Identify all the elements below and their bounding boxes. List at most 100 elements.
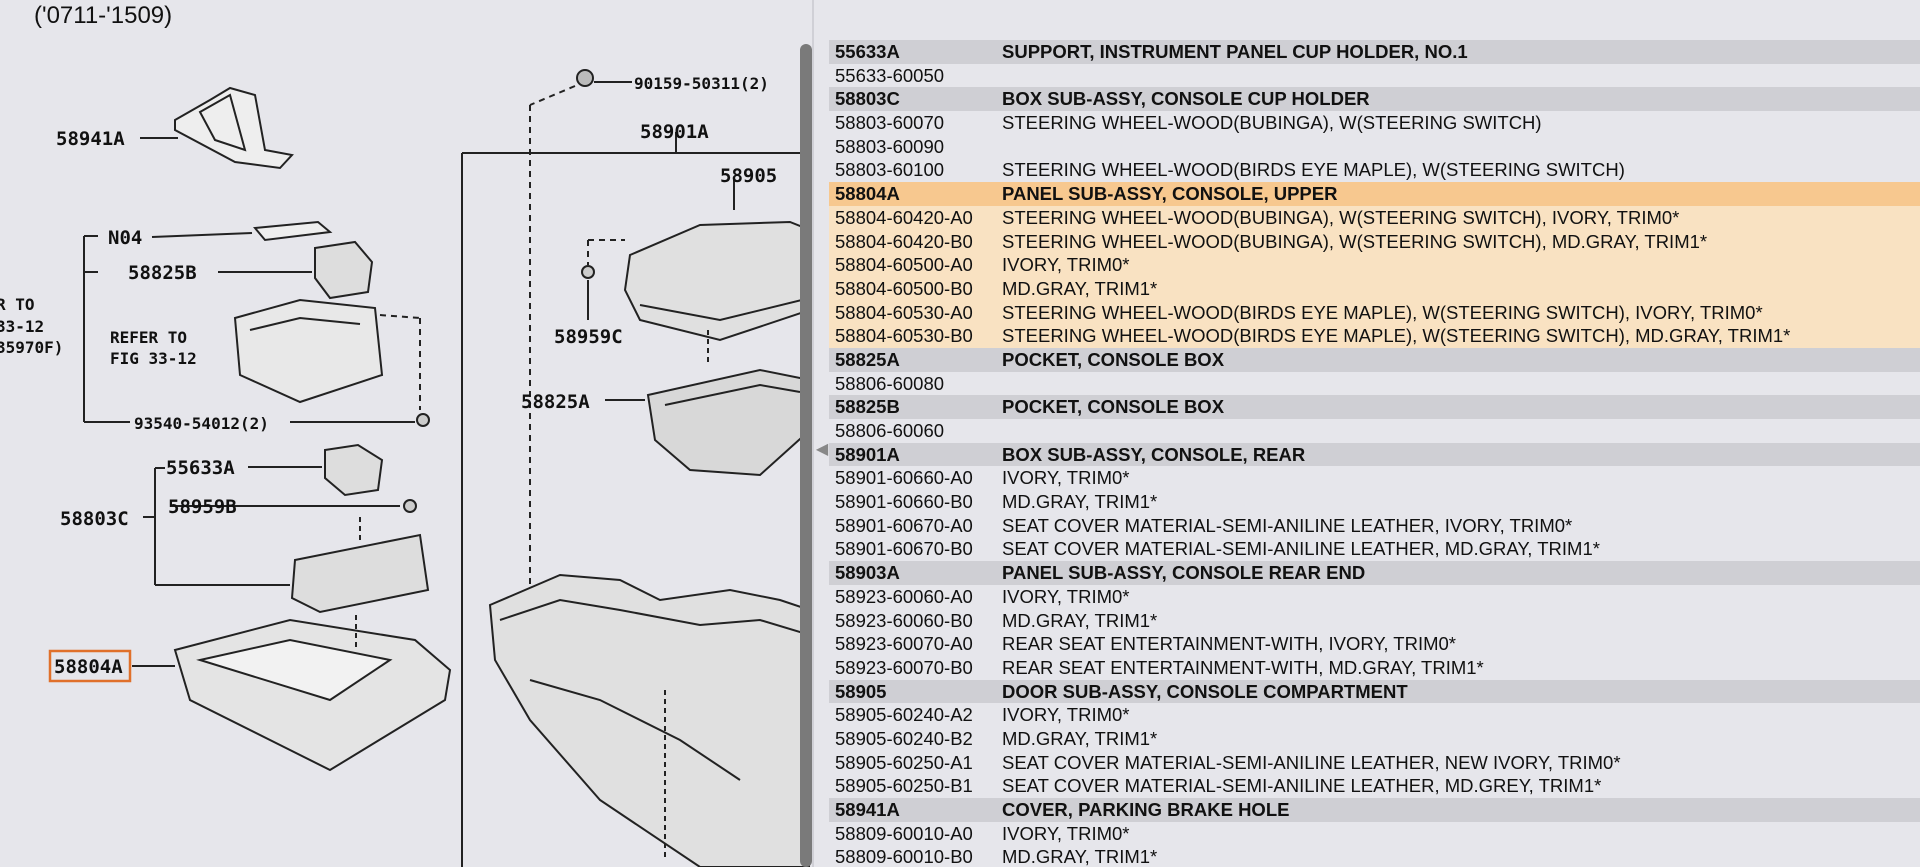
part-row[interactable]: 58905-60250-A1 SEAT COVER MATERIAL-SEMI-A…	[829, 750, 1920, 775]
callout-93540-54012[interactable]: 93540-54012(2)	[134, 414, 269, 433]
part-row[interactable]: 58923-60060-B0 MD.GRAY, TRIM1*	[829, 608, 1920, 633]
refer-note-line1: R TO	[0, 295, 35, 314]
part-description: STEERING WHEEL-WOOD(BIRDS EYE MAPLE), W(…	[1002, 159, 1625, 181]
part-description: MD.GRAY, TRIM1*	[1002, 727, 1158, 749]
part-description: IVORY, TRIM0*	[1002, 704, 1130, 726]
callout-58959B[interactable]: 58959B	[168, 496, 237, 518]
part-row[interactable]: 58901-60670-A0 SEAT COVER MATERIAL-SEMI-A…	[829, 513, 1920, 538]
part-group-row[interactable]: 58901A BOX SUB-ASSY, CONSOLE, REAR	[829, 442, 1920, 467]
part-description: IVORY, TRIM0*	[1002, 254, 1130, 276]
part-description	[1002, 64, 1920, 88]
part-row[interactable]: 58809-60010-B0 MD.GRAY, TRIM1*	[829, 845, 1920, 867]
part-number: 58923-60070-A0	[835, 633, 973, 655]
part-number: 58806-60060	[835, 420, 945, 441]
part-description: STEERING WHEEL-WOOD(BIRDS EYE MAPLE), W(…	[1002, 301, 1763, 323]
part-number: 58804-60420-A0	[835, 206, 973, 228]
part-number: 58905-60240-A2	[835, 704, 973, 726]
part-group-row[interactable]: 58803C BOX SUB-ASSY, CONSOLE CUP HOLDER	[829, 87, 1920, 112]
callout-58804A[interactable]: 58804A	[54, 656, 123, 678]
part-row[interactable]: 58804-60420-A0 STEERING WHEEL-WOOD(BUBING…	[829, 205, 1920, 230]
part-description	[1002, 135, 1920, 159]
part-row[interactable]: 58806-60060	[829, 419, 1920, 443]
part-number: 58905-60250-B1	[835, 775, 973, 797]
refer-note-line3: 35970F)	[0, 338, 63, 357]
part-row[interactable]: 58804-60500-B0 MD.GRAY, TRIM1*	[829, 276, 1920, 301]
part-description: BOX SUB-ASSY, CONSOLE CUP HOLDER	[1002, 88, 1370, 110]
diagram-scrollbar[interactable]	[800, 44, 812, 867]
part-description: STEERING WHEEL-WOOD(BUBINGA), W(STEERING…	[1002, 230, 1708, 252]
callout-N04[interactable]: N04	[108, 227, 142, 249]
part-description: STEERING WHEEL-WOOD(BUBINGA), W(STEERING…	[1002, 206, 1680, 228]
part-description: MD.GRAY, TRIM1*	[1002, 491, 1158, 513]
part-description: SEAT COVER MATERIAL-SEMI-ANILINE LEATHER…	[1002, 514, 1573, 536]
callout-58901A[interactable]: 58901A	[640, 121, 709, 143]
part-description: PANEL SUB-ASSY, CONSOLE, UPPER	[1002, 183, 1338, 205]
part-number: 58901-60660-A0	[835, 467, 973, 489]
part-number: 58941A	[835, 799, 900, 820]
part-row[interactable]: 58804-60500-A0 IVORY, TRIM0*	[829, 253, 1920, 277]
diagram-date-range: ('0711-'1509)	[34, 2, 173, 29]
part-description: MD.GRAY, TRIM1*	[1002, 609, 1158, 631]
part-row[interactable]: 58806-60080	[829, 371, 1920, 396]
part-group-row[interactable]: 58941A COVER, PARKING BRAKE HOLE	[829, 798, 1920, 822]
part-row[interactable]: 58901-60660-B0 MD.GRAY, TRIM1*	[829, 490, 1920, 514]
part-number: 58901-60660-B0	[835, 491, 973, 513]
callout-58803C[interactable]: 58803C	[60, 508, 129, 530]
part-description: SEAT COVER MATERIAL-SEMI-ANILINE LEATHER…	[1002, 751, 1621, 773]
part-number: 58901-60670-A0	[835, 514, 973, 536]
callout-58905[interactable]: 58905	[720, 165, 777, 187]
part-row[interactable]: 58923-60070-A0 REAR SEAT ENTERTAINMENT-WI…	[829, 632, 1920, 656]
part-description	[1002, 372, 1920, 396]
collapse-arrow-icon[interactable]: ◀	[815, 441, 829, 458]
part-number: 58809-60010-A0	[835, 822, 973, 844]
callout-58825A[interactable]: 58825A	[521, 391, 590, 413]
part-number: 58804-60500-A0	[835, 254, 973, 276]
pane-divider[interactable]	[812, 0, 814, 867]
part-description: REAR SEAT ENTERTAINMENT-WITH, MD.GRAY, T…	[1002, 656, 1484, 678]
part-description: MD.GRAY, TRIM1*	[1002, 277, 1158, 299]
part-description: BOX SUB-ASSY, CONSOLE, REAR	[1002, 443, 1306, 465]
callout-90159-50311[interactable]: 90159-50311(2)	[634, 74, 769, 93]
part-row[interactable]: 58803-60090	[829, 134, 1920, 159]
callout-58825B[interactable]: 58825B	[128, 262, 197, 284]
part-number: 55633-60050	[835, 64, 945, 86]
part-description: STEERING WHEEL-WOOD(BIRDS EYE MAPLE), W(…	[1002, 325, 1791, 347]
part-description: MD.GRAY, TRIM1*	[1002, 846, 1158, 867]
part-row[interactable]: 55633-60050	[829, 63, 1920, 88]
callout-58959C[interactable]: 58959C	[554, 326, 623, 348]
callout-55633A[interactable]: 55633A	[166, 457, 235, 479]
part-description: REAR SEAT ENTERTAINMENT-WITH, IVORY, TRI…	[1002, 633, 1457, 655]
part-description	[1002, 419, 1920, 443]
part-number: 58803C	[835, 88, 900, 110]
callout-58941A[interactable]: 58941A	[56, 128, 125, 150]
part-number: 58901A	[835, 443, 900, 465]
part-number: 58923-60060-B0	[835, 609, 973, 631]
part-number: 58905-60250-A1	[835, 751, 973, 773]
part-number: 58809-60010-B0	[835, 846, 973, 867]
refer-note-fig-line2: FIG 33-12	[110, 349, 197, 368]
part-number: 58804-60500-B0	[835, 277, 973, 299]
part-number: 58905	[835, 680, 887, 702]
part-description: COVER, PARKING BRAKE HOLE	[1002, 799, 1290, 820]
part-number: 58825B	[835, 396, 900, 418]
part-row[interactable]: 58905-60240-A2 IVORY, TRIM0*	[829, 703, 1920, 727]
